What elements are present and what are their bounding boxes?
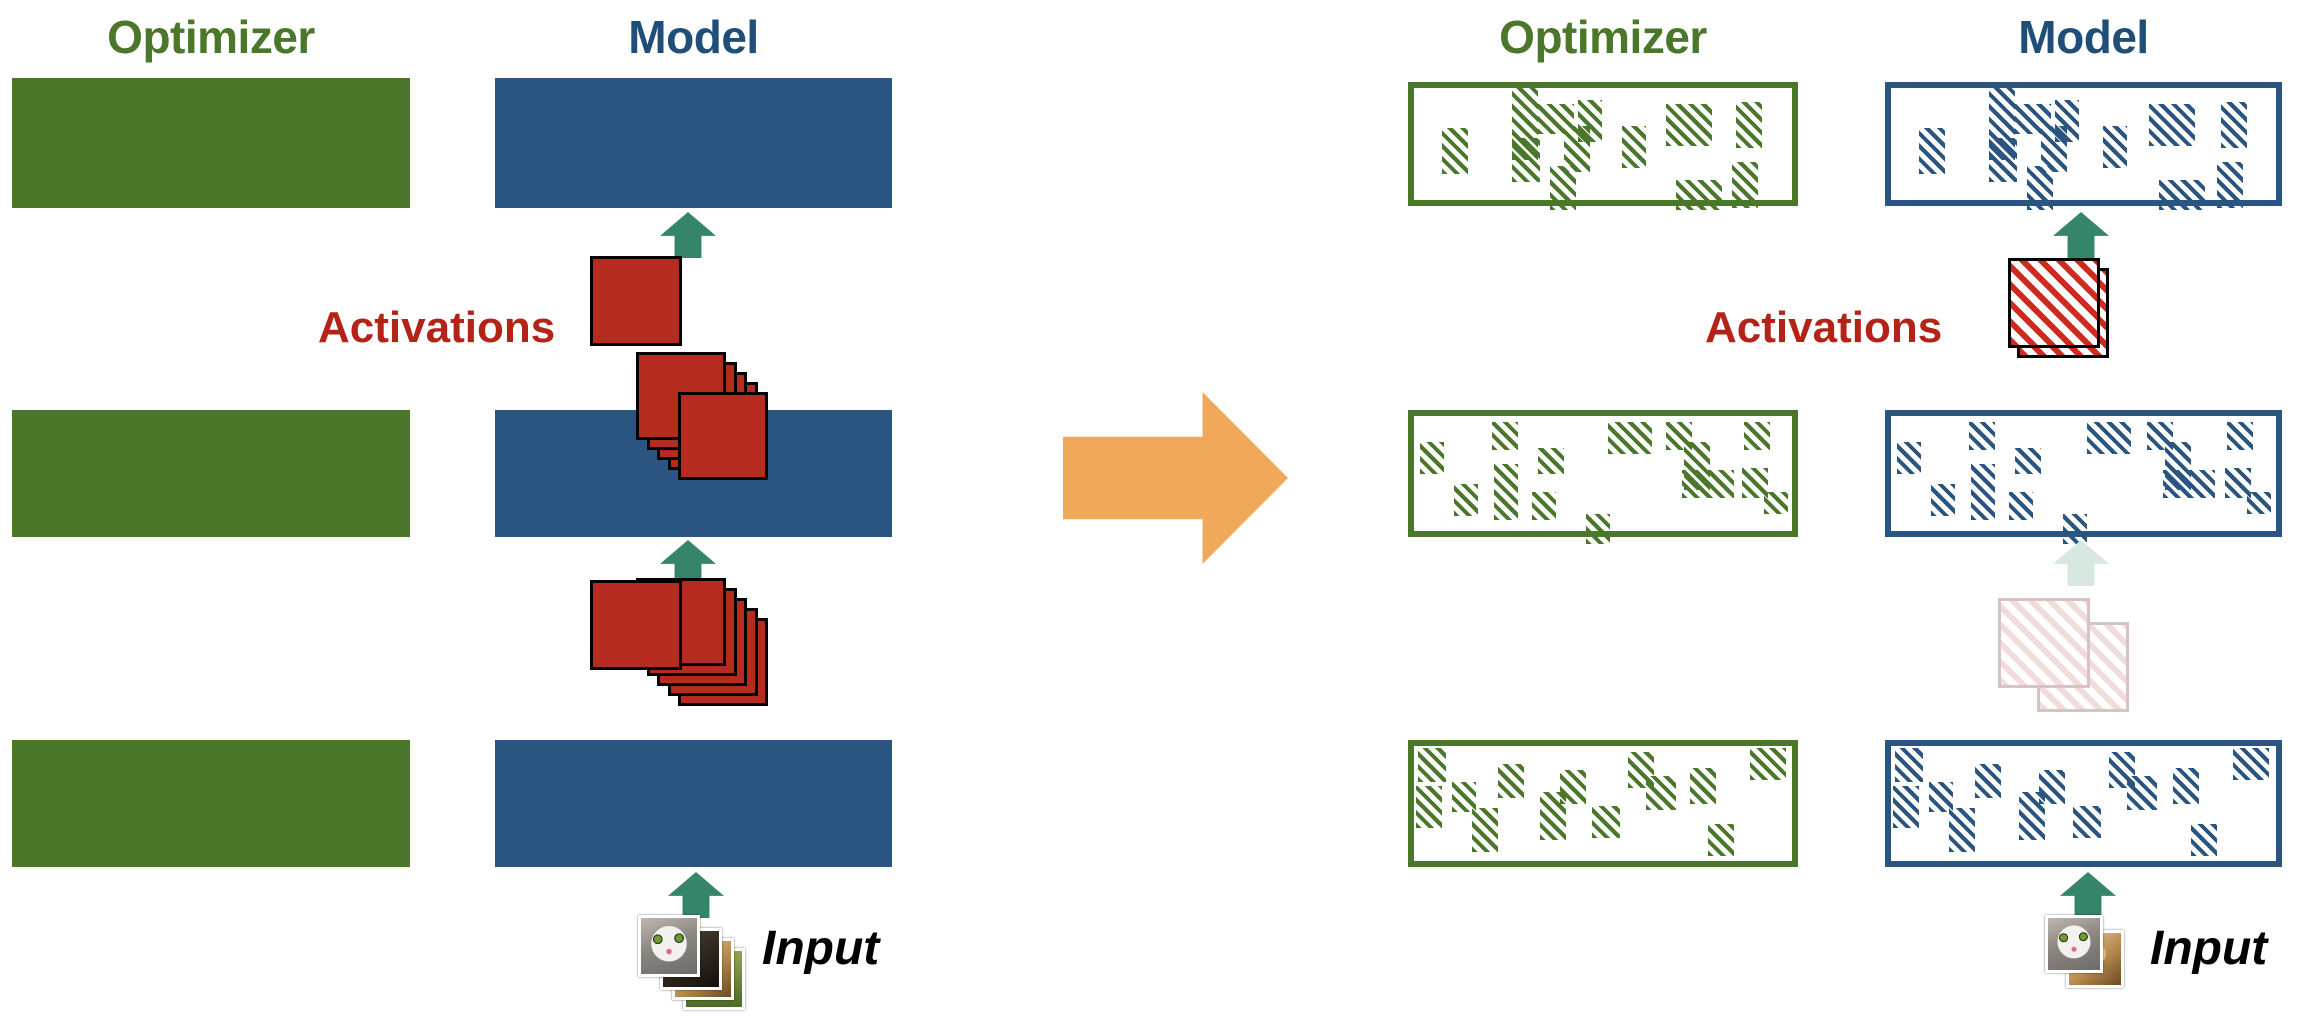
right-model-box-top (1885, 82, 2282, 210)
right-model-title: Model (2018, 11, 2149, 63)
left-optimizer-bar-top (12, 78, 410, 208)
right-input-label: Input (2150, 922, 2268, 975)
left-up-arrow-input-icon (668, 872, 724, 918)
transition-right-arrow-icon (1063, 392, 1288, 564)
left-model-bar-top (495, 78, 892, 208)
right-model-box-mid (1885, 410, 2282, 544)
left-optimizer-bar-bottom (12, 740, 410, 867)
input-photo-cat-face (641, 918, 697, 974)
left-optimizer-bar-mid (12, 410, 410, 537)
right-activations-label: Activations (1705, 303, 1943, 352)
left-model-title: Model (628, 11, 759, 63)
left-up-arrow-top-icon (660, 212, 716, 258)
right-up-arrow-mid-ghost-icon (2053, 540, 2109, 586)
left-model-bar-bottom (495, 740, 892, 867)
right-optimizer-box-top (1408, 82, 1798, 210)
left-optimizer-title: Optimizer (107, 11, 315, 63)
right-optimizer-title: Optimizer (1499, 11, 1707, 63)
input-photo-cat-face (2048, 918, 2100, 970)
right-optimizer-box-mid (1408, 410, 1798, 544)
right-up-arrow-input-icon (2060, 872, 2116, 918)
left-activations-label: Activations (318, 303, 556, 352)
left-input-label: Input (762, 922, 880, 975)
right-model-box-bottom (1885, 740, 2282, 867)
right-up-arrow-top-icon (2053, 212, 2109, 258)
right-optimizer-box-bottom (1408, 740, 1798, 867)
